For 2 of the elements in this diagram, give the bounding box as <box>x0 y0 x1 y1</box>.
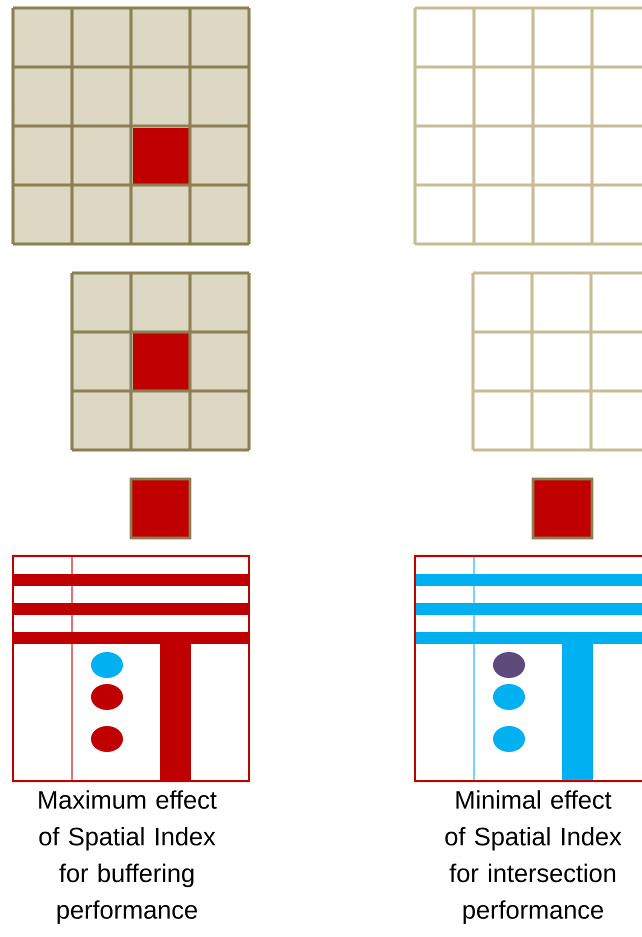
caption: Maximum effect of Spatial Index for buffering performance <box>39 790 217 924</box>
caption: Minimal effect of Spatial Index for intersection performance <box>445 790 622 924</box>
